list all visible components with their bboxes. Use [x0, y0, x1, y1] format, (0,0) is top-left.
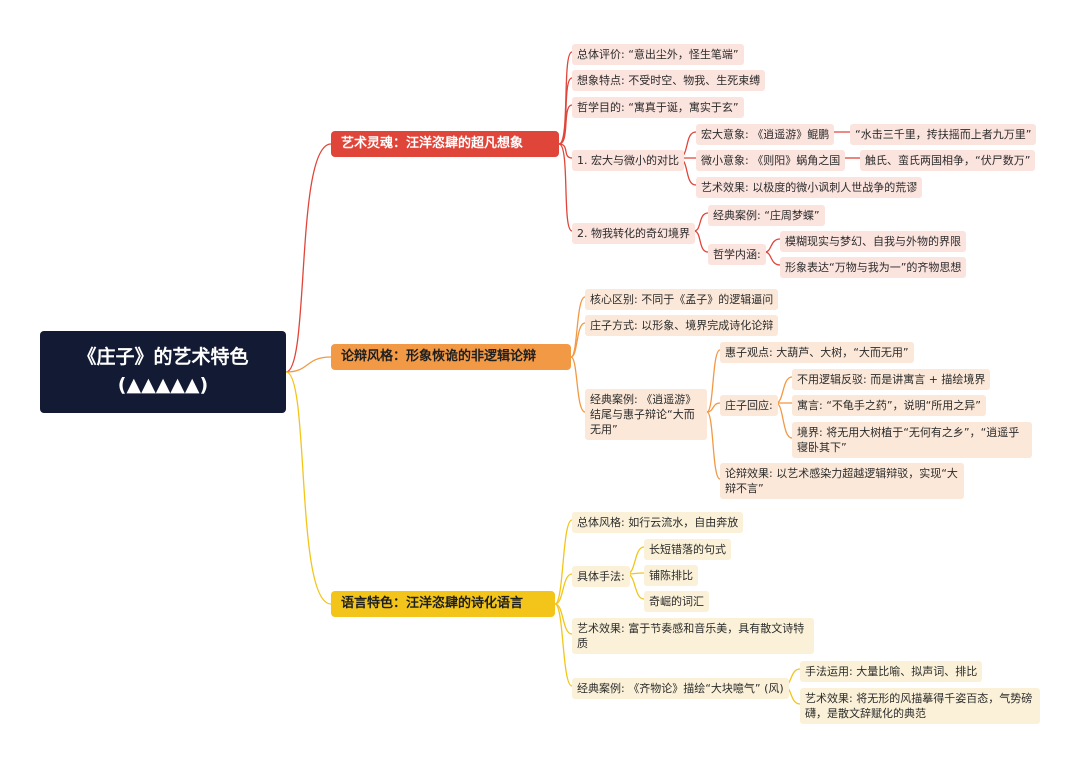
- b3-technique-use[interactable]: 手法运用: 大量比喻、拟声词、排比: [800, 661, 983, 682]
- b2-no-logic-rebuttal[interactable]: 不用逻辑反驳: 而是讲寓言 + 描绘境界: [792, 369, 991, 390]
- b2-zhuangzi-response[interactable]: 庄子回应:: [720, 395, 778, 416]
- b2-core-difference[interactable]: 核心区别: 不同于《孟子》的逻辑逼问: [585, 289, 779, 310]
- b2-fable[interactable]: 寓言: “不龟手之药”，说明“所用之异”: [792, 395, 986, 416]
- b3-artistic-effect[interactable]: 艺术效果: 富于节奏感和音乐美，具有散文诗特质: [572, 618, 814, 654]
- root-rating: (▲▲▲▲▲): [117, 374, 209, 396]
- root-node[interactable]: 《庄子》的艺术特色 (▲▲▲▲▲): [40, 331, 286, 413]
- b1-philosophical-meaning[interactable]: 哲学内涵:: [708, 244, 766, 265]
- b1-grand-imagery-quote[interactable]: “水击三千里，抟扶摇而上者九万里”: [850, 124, 1037, 145]
- b1-grand-imagery[interactable]: 宏大意象: 《逍遥游》鲲鹏: [696, 124, 835, 145]
- b1-contrast-grand-small[interactable]: 1. 宏大与微小的对比: [572, 150, 684, 171]
- root-title: 《庄子》的艺术特色: [77, 346, 249, 368]
- connectors-branch2: [570, 296, 793, 480]
- branch-artistic-soul[interactable]: 艺术灵魂：汪洋恣肆的超凡想象: [331, 131, 559, 157]
- b2-classic-case[interactable]: 经典案例: 《逍遥游》结尾与惠子辩论“大而无用”: [585, 389, 707, 440]
- b3-techniques[interactable]: 具体手法:: [572, 566, 630, 587]
- b3-unusual-vocabulary[interactable]: 奇崛的词汇: [644, 591, 709, 612]
- b1-blur-boundaries[interactable]: 模糊现实与梦幻、自我与外物的界限: [780, 231, 966, 252]
- b3-varied-sentences[interactable]: 长短错落的句式: [644, 539, 731, 560]
- b1-contrast-effect[interactable]: 艺术效果: 以极度的微小讽刺人世战争的荒谬: [696, 177, 923, 198]
- b1-unity-of-things[interactable]: 形象表达“万物与我为一”的齐物思想: [780, 257, 967, 278]
- connector-root-b2: [285, 356, 332, 373]
- b1-philosophical-purpose[interactable]: 哲学目的: “寓真于诞，寓实于玄”: [572, 97, 744, 118]
- connector-root-b1: [285, 143, 332, 373]
- b2-argument-effect[interactable]: 论辩效果: 以艺术感染力超越逻辑辩驳，实现“大辩不言”: [720, 463, 964, 499]
- branch-argument-style[interactable]: 论辩风格：形象恢诡的非逻辑论辩: [331, 344, 571, 370]
- connector-root-b3: [285, 371, 332, 605]
- b1-overall-evaluation[interactable]: 总体评价: “意出尘外，怪生笔端”: [572, 44, 744, 65]
- b1-transformation-realm[interactable]: 2. 物我转化的奇幻境界: [572, 223, 695, 244]
- b1-small-imagery-detail[interactable]: 触氏、蛮氏两国相争，“伏尸数万”: [860, 150, 1036, 171]
- b3-wind-effect[interactable]: 艺术效果: 将无形的风描摹得千姿百态，气势磅礴，是散文辞赋化的典范: [800, 688, 1040, 724]
- branch-language-style[interactable]: 语言特色：汪洋恣肆的诗化语言: [331, 591, 555, 617]
- b1-small-imagery[interactable]: 微小意象: 《则阳》蜗角之国: [696, 150, 846, 171]
- b3-overall-style[interactable]: 总体风格: 如行云流水，自由奔放: [572, 512, 744, 533]
- b2-huizi-view[interactable]: 惠子观点: 大葫芦、大树，“大而无用”: [720, 342, 914, 363]
- b3-classic-case[interactable]: 经典案例: 《齐物论》描绘“大块噫气” (风): [572, 678, 789, 699]
- b3-parallelism[interactable]: 铺陈排比: [644, 565, 698, 586]
- b1-imagination-traits[interactable]: 想象特点: 不受时空、物我、生死束缚: [572, 70, 766, 91]
- b2-realm[interactable]: 境界: 将无用大树植于“无何有之乡”，“逍遥乎寝卧其下”: [792, 422, 1032, 458]
- b2-zhuangzi-method[interactable]: 庄子方式: 以形象、境界完成诗化论辩: [585, 315, 779, 336]
- b1-butterfly-dream[interactable]: 经典案例: “庄周梦蝶”: [708, 205, 825, 226]
